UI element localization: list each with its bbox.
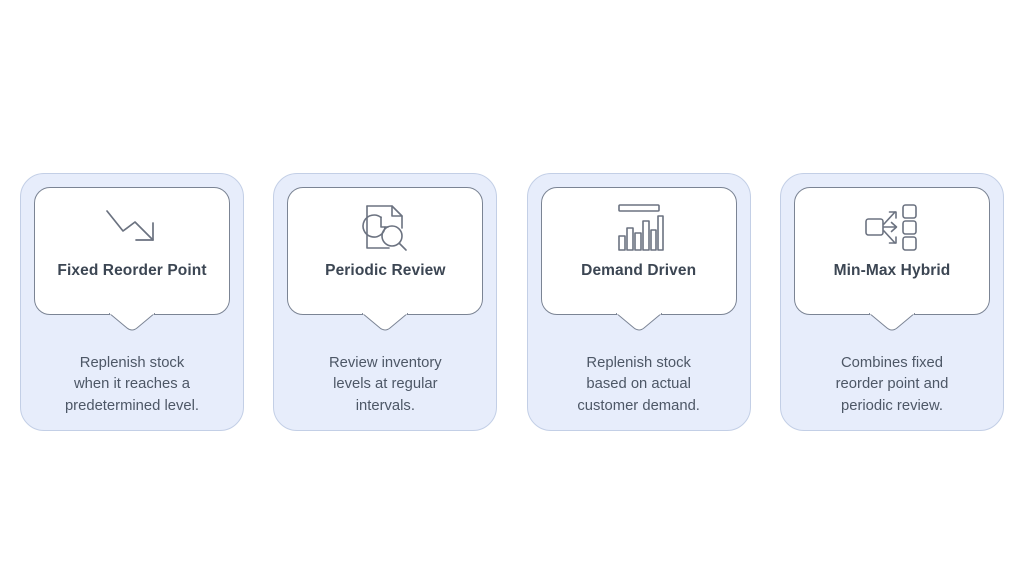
card-bubble: Demand Driven [540,187,737,331]
desc-line: periodic review. [840,397,943,414]
desc-line: customer demand. [577,397,700,414]
desc-line: Replenish stock [79,355,185,371]
card-demand-driven[interactable]: Demand Driven Replenish stock based on a… [526,173,751,431]
desc-line: reorder point and [835,376,949,393]
card-description: Replenish stock based on actual customer… [545,353,733,417]
card-title: Fixed Reorder Point [57,262,207,279]
document-clock-search-icon [288,196,482,258]
desc-line: levels at regular [333,376,438,393]
card-title: Periodic Review [325,262,446,279]
card-bubble: Fixed Reorder Point [34,187,230,331]
card-bubble: Periodic Review [287,187,484,331]
desc-line: Review inventory [328,355,442,371]
cards-row: Fixed Reorder Point Replenish stock when… [20,173,1004,431]
bubble-tail-icon [362,313,409,331]
distribution-branching-icon [795,196,989,258]
bar-chart-icon [542,196,736,258]
bubble-tail-icon [868,313,915,331]
desc-line: based on actual [586,376,691,393]
card-bubble: Min-Max Hybrid [793,187,990,331]
desc-line: intervals. [355,397,415,414]
desc-line: when it reaches a [74,376,190,393]
card-periodic-review[interactable]: Periodic Review Review inventory levels … [273,173,498,431]
card-description: Replenish stock when it reaches a predet… [38,353,226,417]
card-description: Review inventory levels at regular inter… [291,353,479,417]
card-description: Combines fixed reorder point and periodi… [798,353,986,417]
desc-line: Combines fixed [840,355,943,371]
card-title: Demand Driven [581,262,697,279]
desc-line: predetermined level. [64,397,200,414]
bubble-tail-icon [109,313,155,331]
card-fixed-reorder-point[interactable]: Fixed Reorder Point Replenish stock when… [20,173,244,431]
declining-trend-arrow-icon [35,196,229,258]
card-min-max-hybrid[interactable]: Min-Max Hybrid Combines fixed reorder po… [779,173,1004,431]
bubble-tail-icon [615,313,662,331]
card-title: Min-Max Hybrid [833,262,951,279]
desc-line: Replenish stock [586,355,691,371]
